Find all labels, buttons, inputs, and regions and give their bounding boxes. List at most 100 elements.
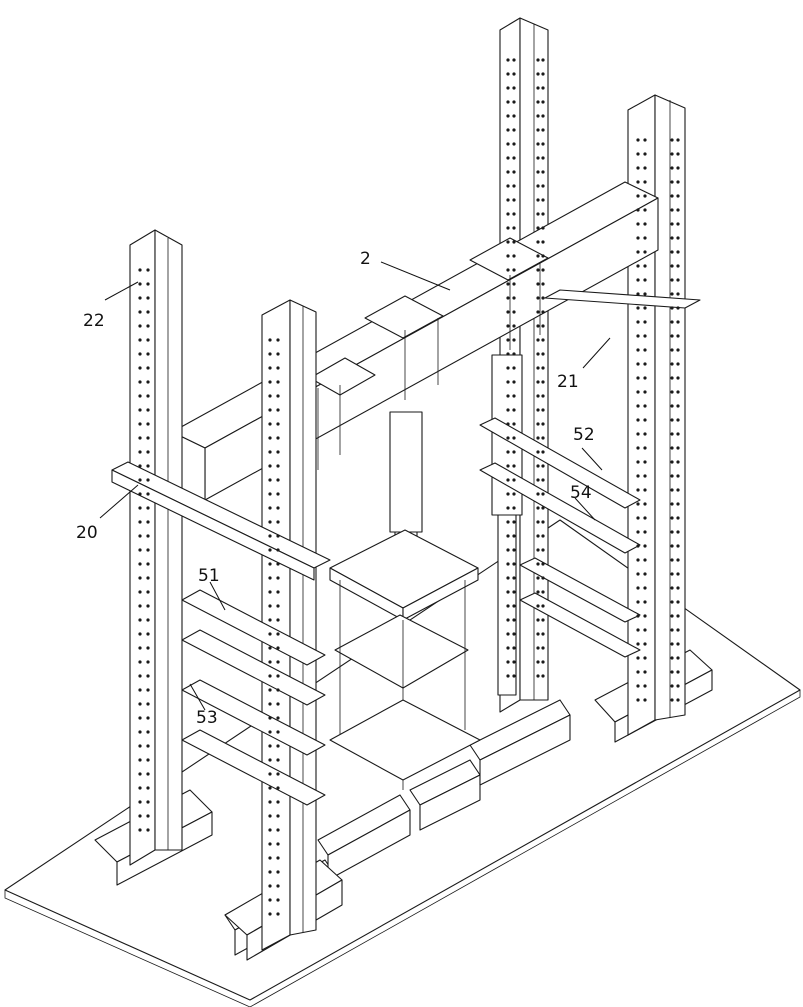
bolt-hole (636, 250, 639, 253)
bolt-hole (643, 460, 646, 463)
bolt-hole (536, 254, 539, 257)
label-54: 54 (570, 483, 592, 503)
bolt-hole (636, 488, 639, 491)
bolt-hole (276, 436, 279, 439)
bolt-hole (512, 170, 515, 173)
bolt-hole (643, 446, 646, 449)
bolt-hole (138, 772, 141, 775)
bolt-hole (268, 394, 271, 397)
bolt-hole (536, 660, 539, 663)
bolt-hole (268, 674, 271, 677)
bolt-hole (268, 898, 271, 901)
bolt-hole (138, 646, 141, 649)
bolt-hole (268, 842, 271, 845)
bolt-hole (506, 184, 509, 187)
bolt-hole (268, 464, 271, 467)
bolt-hole (676, 334, 679, 337)
bolt-hole (541, 240, 544, 243)
bolt-hole (536, 282, 539, 285)
bolt-hole (512, 296, 515, 299)
bolt-hole (670, 334, 673, 337)
bolt-hole (536, 590, 539, 593)
bolt-hole (636, 516, 639, 519)
bolt-hole (670, 432, 673, 435)
bolt-hole (676, 488, 679, 491)
front-left-column (130, 230, 182, 865)
bolt-hole (636, 628, 639, 631)
bolt-hole (506, 646, 509, 649)
bolt-hole (276, 828, 279, 831)
bolt-hole (670, 502, 673, 505)
bolt-hole (512, 562, 515, 565)
bolt-hole (512, 604, 515, 607)
bolt-hole (636, 446, 639, 449)
bolt-hole (138, 422, 141, 425)
bolt-hole (643, 656, 646, 659)
bolt-hole (676, 278, 679, 281)
bolt-hole (506, 198, 509, 201)
bolt-hole (670, 488, 673, 491)
bolt-hole (643, 474, 646, 477)
bolt-hole (536, 604, 539, 607)
bolt-hole (146, 590, 149, 593)
bolt-hole (541, 282, 544, 285)
bolt-hole (138, 800, 141, 803)
bolt-hole (636, 502, 639, 505)
bolt-hole (676, 376, 679, 379)
bolt-hole (506, 366, 509, 369)
bolt-hole (670, 264, 673, 267)
bolt-hole (536, 436, 539, 439)
bolt-hole (276, 380, 279, 383)
bolt-hole (506, 478, 509, 481)
bolt-hole (536, 646, 539, 649)
bolt-hole (276, 884, 279, 887)
bolt-hole (636, 152, 639, 155)
bolt-hole (138, 506, 141, 509)
bolt-hole (670, 558, 673, 561)
bolt-hole (268, 492, 271, 495)
bolt-hole (268, 408, 271, 411)
bolt-hole (506, 310, 509, 313)
bolt-hole (276, 702, 279, 705)
bolt-hole (670, 628, 673, 631)
bolt-hole (670, 166, 673, 169)
bolt-hole (506, 380, 509, 383)
bolt-hole (512, 310, 515, 313)
bolt-hole (512, 534, 515, 537)
bolt-hole (643, 292, 646, 295)
bolt-hole (146, 646, 149, 649)
bolt-hole (670, 516, 673, 519)
bolt-hole (512, 632, 515, 635)
bolt-hole (643, 544, 646, 547)
bolt-hole (536, 464, 539, 467)
bolt-hole (506, 408, 509, 411)
bolt-hole (541, 212, 544, 215)
bolt-hole (512, 590, 515, 593)
bolt-hole (146, 716, 149, 719)
bolt-hole (506, 576, 509, 579)
bolt-hole (146, 436, 149, 439)
bolt-hole (643, 278, 646, 281)
bolt-hole (541, 506, 544, 509)
bolt-hole (276, 856, 279, 859)
bolt-hole (512, 464, 515, 467)
bolt-hole (146, 310, 149, 313)
bolt-hole (512, 450, 515, 453)
bolt-hole (536, 576, 539, 579)
bolt-hole (512, 338, 515, 341)
bolt-hole (268, 520, 271, 523)
bolt-hole (146, 702, 149, 705)
bolt-hole (676, 166, 679, 169)
bolt-hole (506, 170, 509, 173)
bolt-hole (636, 698, 639, 701)
bolt-hole (138, 660, 141, 663)
bolt-hole (146, 478, 149, 481)
bolt-hole (512, 156, 515, 159)
bolt-hole (541, 618, 544, 621)
bolt-hole (636, 348, 639, 351)
bolt-hole (506, 548, 509, 551)
bolt-hole (676, 250, 679, 253)
bolt-hole (276, 576, 279, 579)
bolt-hole (506, 492, 509, 495)
